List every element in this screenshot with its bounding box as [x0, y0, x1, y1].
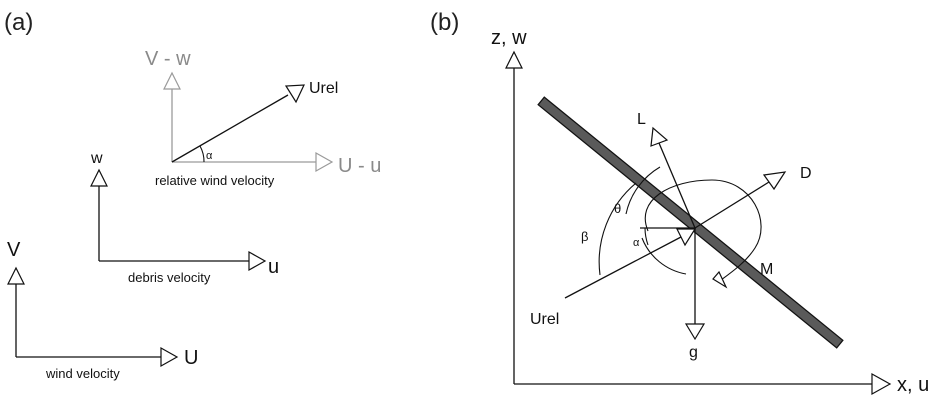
- moment-arc-group: M: [644, 179, 773, 289]
- vectors-b: L D g Urel: [530, 111, 812, 361]
- debris-horizontal-label: u: [268, 256, 279, 278]
- wind-velocity-frame: V U wind velocity: [7, 239, 198, 381]
- debris-horizontal-arrowhead: [248, 250, 267, 272]
- alpha-label-b: α: [633, 237, 640, 249]
- relative-vertical-arrowhead: [163, 71, 181, 90]
- urel-label-a: Urel: [309, 80, 338, 97]
- drag-arrowhead: [762, 171, 787, 191]
- lift-label: L: [637, 111, 646, 128]
- gravity-label: g: [689, 344, 698, 361]
- debris-vertical-arrowhead: [90, 168, 108, 187]
- moment-label: M: [760, 261, 773, 278]
- moment-arc: [644, 179, 762, 281]
- angle-arcs: β θ α: [581, 166, 687, 276]
- plate-fill: [539, 98, 842, 347]
- wind-velocity-caption: wind velocity: [45, 366, 120, 381]
- panel-b-label: (b): [430, 9, 459, 36]
- panel-a-label: (a): [4, 9, 33, 36]
- relative-velocity-frame: V - w U - u Urel α relative wind velocit…: [145, 48, 381, 188]
- alpha-outer-arc: [641, 237, 687, 275]
- debris-velocity-caption: debris velocity: [128, 270, 211, 285]
- alpha-label-a: α: [206, 150, 213, 162]
- urel-vector-b: [564, 236, 682, 299]
- alpha-arc-a: [199, 145, 205, 163]
- debris-vertical-label: w: [90, 150, 103, 167]
- axes-b: z, w x, u: [491, 27, 929, 396]
- x-axis-arrowhead: [871, 372, 892, 396]
- relative-velocity-caption: relative wind velocity: [155, 173, 275, 188]
- urel-vector: [171, 94, 289, 163]
- beta-arc: [598, 182, 637, 276]
- urel-arrowhead: [284, 84, 305, 104]
- relative-horizontal-label: U - u: [338, 155, 381, 177]
- relative-vertical-label: V - w: [145, 48, 191, 70]
- debris-velocity-frame: w u debris velocity: [90, 150, 279, 285]
- drag-vector: [694, 181, 770, 229]
- drag-label: D: [800, 165, 812, 182]
- wind-horizontal-label: U: [184, 347, 198, 369]
- relative-horizontal-arrowhead: [315, 151, 334, 173]
- alpha-arc-b: [644, 227, 649, 246]
- z-axis-arrowhead: [505, 50, 523, 69]
- urel-arrowhead-b: [676, 228, 697, 247]
- theta-arc: [625, 166, 661, 215]
- debris-plate: [537, 96, 844, 349]
- panel-a: (a) V U wind velocity w u debris velocit…: [4, 9, 381, 381]
- wind-vertical-label: V: [7, 239, 21, 261]
- z-axis-label: z, w: [491, 27, 527, 49]
- moment-arrowhead: [712, 270, 728, 289]
- gravity-arrowhead: [684, 323, 706, 341]
- wind-vertical-arrowhead: [7, 266, 25, 285]
- lift-arrowhead: [650, 126, 669, 147]
- urel-label-b: Urel: [530, 311, 559, 328]
- wind-horizontal-arrowhead: [160, 346, 179, 368]
- theta-label: θ: [614, 201, 621, 216]
- beta-label: β: [581, 229, 588, 244]
- panel-b: (b) z, w x, u L D g: [430, 9, 929, 396]
- x-axis-label: x, u: [897, 374, 929, 396]
